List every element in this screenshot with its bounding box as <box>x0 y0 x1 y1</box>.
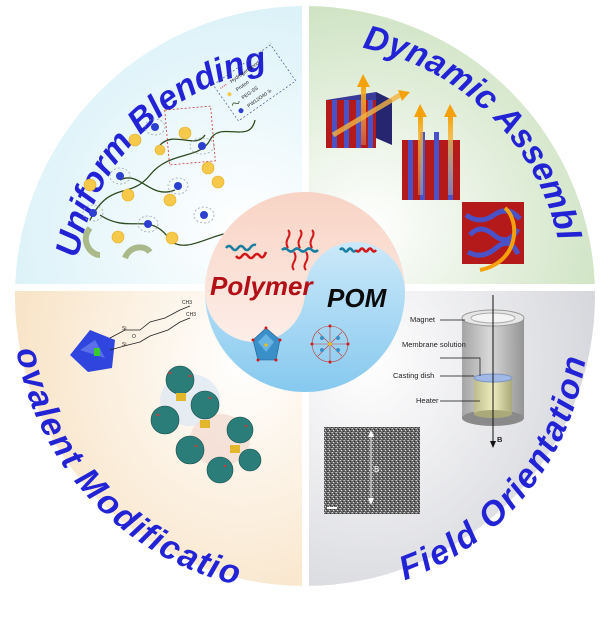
covalent-modification-illustration: Si O Si CH3 CH3 <box>70 300 262 484</box>
curved-arrow <box>122 244 153 260</box>
label-casting-dish: Casting dish <box>393 371 434 380</box>
chem-label-si: Si <box>122 342 126 348</box>
dynamic-assembly-illustration <box>326 74 524 272</box>
label-magnet: Magnet <box>410 315 436 324</box>
pom-cluster-polyhedral <box>251 326 282 362</box>
label-pom: POM <box>327 283 388 313</box>
label-polymer: Polymer <box>210 271 314 301</box>
tem-micrograph: B <box>324 427 420 514</box>
micrograph-label-b: B <box>374 465 379 474</box>
orientation-arrows <box>331 74 517 272</box>
proton-spheres <box>83 126 225 245</box>
chem-label-ch3: CH3 <box>182 300 192 306</box>
center-polymer-pom-emblem: Polymer POM <box>205 192 405 392</box>
label-membrane-solution: Membrane solution <box>402 340 466 349</box>
scale-bar <box>327 507 337 509</box>
polymer-chains <box>225 229 378 271</box>
label-heater: Heater <box>416 396 439 405</box>
gyroid-block <box>462 202 524 264</box>
field-label-b: B <box>497 435 503 444</box>
field-orientation-illustration: B Magnet Membrane solution Casting dish … <box>324 295 525 514</box>
pom-clusters <box>89 123 208 228</box>
pom-cluster-ball-stick <box>310 324 350 364</box>
chemical-chain <box>109 305 191 351</box>
curved-arrow <box>82 226 101 258</box>
chem-label-o: O <box>132 334 136 340</box>
chem-label-si: Si <box>122 326 126 332</box>
chem-label-ch3: CH3 <box>186 312 196 318</box>
pom-crystal-packing <box>150 365 262 484</box>
